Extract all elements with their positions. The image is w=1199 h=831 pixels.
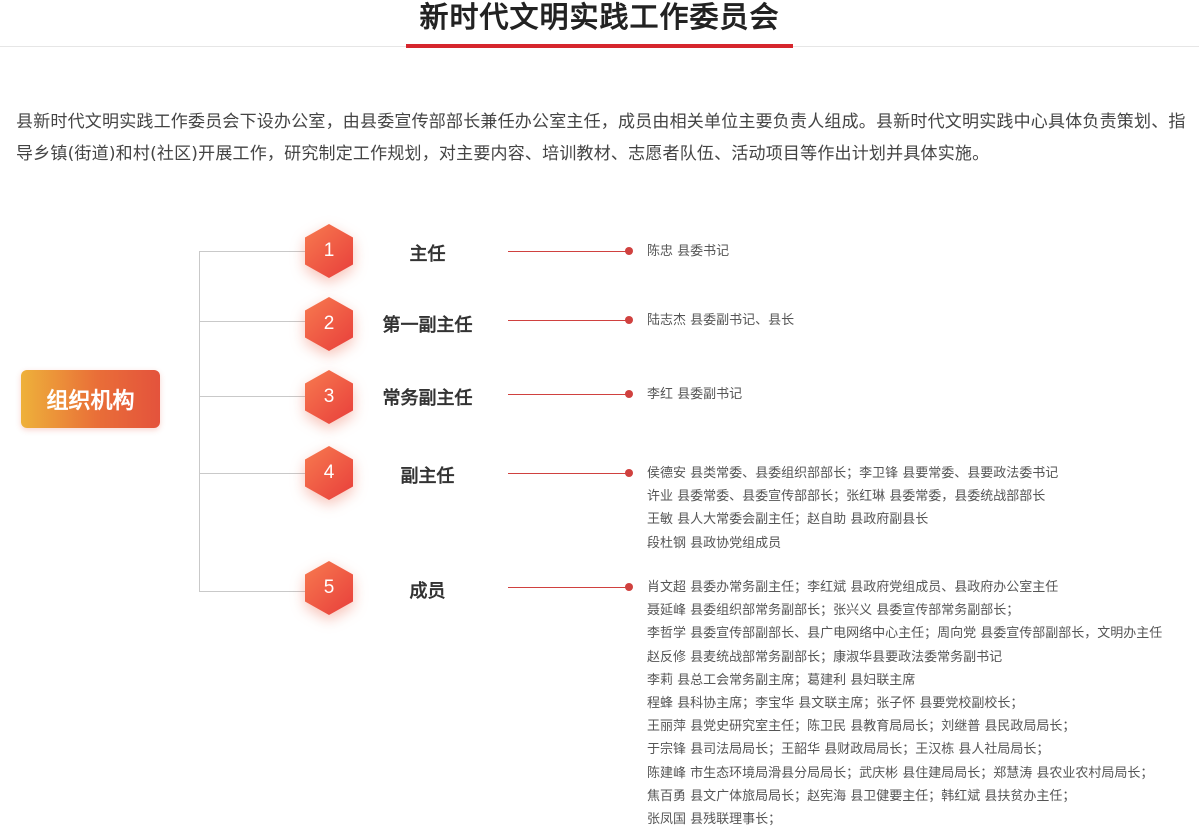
member-line: 陆志杰 县委副书记、县长 bbox=[647, 313, 795, 328]
branch-line bbox=[199, 473, 309, 474]
header: 新时代文明实践工作委员会 bbox=[0, 0, 1199, 48]
connector-line bbox=[508, 473, 629, 474]
step-number: 3 bbox=[305, 370, 353, 424]
member-line: 王丽萍 县党史研究室主任；陈卫民 县教育局局长；刘继普 县民政局局长； bbox=[647, 719, 1076, 735]
connector-dot bbox=[625, 583, 633, 591]
role-title: 常务副主任 bbox=[382, 388, 473, 409]
role-title: 副主任 bbox=[400, 466, 455, 487]
step-badge: 1 bbox=[305, 224, 353, 278]
role-title: 主任 bbox=[409, 244, 446, 265]
member-line: 李莉 县总工会常务副主席；葛建利 县妇联主席 bbox=[647, 672, 916, 688]
step-badge: 5 bbox=[305, 561, 353, 615]
branch-line bbox=[199, 396, 309, 397]
step-badge: 4 bbox=[305, 446, 353, 500]
member-line: 焦百勇 县文广体旅局局长；赵宪海 县卫健要主任；韩红斌 县扶贫办主任； bbox=[647, 788, 1076, 804]
page-title: 新时代文明实践工作委员会 bbox=[419, 0, 780, 34]
member-line: 陈忠 县委书记 bbox=[647, 244, 730, 259]
step-number: 2 bbox=[305, 297, 353, 351]
connector-line bbox=[508, 394, 629, 395]
title-underline bbox=[406, 44, 793, 48]
member-line: 陈建峰 市生态环境局滑县分局局长；武庆彬 县住建局局长；郑慧涛 县农业农村局局长… bbox=[647, 765, 1154, 781]
member-line: 侯德安 县类常委、县委组织部部长；李卫锋 县要常委、县要政法委书记 bbox=[647, 466, 1059, 481]
branch-line bbox=[199, 321, 309, 322]
member-list: 肖文超 县委办常务副主任；李红斌 县政府党组成员、县政府办公室主任 聂延峰 县委… bbox=[647, 576, 1162, 831]
member-list: 陈忠 县委书记 bbox=[647, 240, 729, 263]
connector-line bbox=[508, 320, 629, 321]
member-line: 李红 县委副书记 bbox=[647, 387, 743, 402]
org-structure-badge: 组织机构 bbox=[21, 370, 160, 428]
member-line: 赵反修 县麦统战部常务副部长；康淑华县要政法委常务副书记 bbox=[647, 649, 1003, 665]
role-title: 第一副主任 bbox=[382, 315, 473, 336]
connector-dot bbox=[625, 469, 633, 477]
member-line: 许业 县委常委、县委宣传部部长；张红琳 县委常委，县委统战部部长 bbox=[647, 489, 1046, 505]
member-list: 李红 县委副书记 bbox=[647, 383, 742, 406]
intro-paragraph: 县新时代文明实践工作委员会下设办公室，由县委宣传部部长兼任办公室主任，成员由相关… bbox=[16, 112, 1186, 164]
member-list: 侯德安 县类常委、县委组织部部长；李卫锋 县要常委、县要政法委书记 许业 县委常… bbox=[647, 462, 1058, 555]
member-line: 于宗锋 县司法局局长；王韶华 县财政局局长；王汉栋 县人社局局长； bbox=[647, 742, 1050, 758]
step-number: 4 bbox=[305, 446, 353, 500]
branch-line bbox=[199, 251, 309, 252]
connector-line bbox=[508, 251, 629, 252]
member-line: 聂延峰 县委组织部常务副部长；张兴义 县委宣传部常务副部长； bbox=[647, 603, 1020, 619]
connector-dot bbox=[625, 316, 633, 324]
step-number: 1 bbox=[305, 224, 353, 278]
member-line: 李哲学 县委宣传部副部长、县广电网络中心主任；周向党 县委宣传部副部长，文明办主… bbox=[647, 626, 1163, 642]
tree-trunk-line bbox=[199, 251, 200, 591]
member-line: 肖文超 县委办常务副主任；李红斌 县政府党组成员、县政府办公室主任 bbox=[647, 580, 1059, 595]
connector-dot bbox=[625, 390, 633, 398]
step-badge: 2 bbox=[305, 297, 353, 351]
member-line: 程蜂 县科协主席；李宝华 县文联主席；张子怀 县要党校副校长； bbox=[647, 695, 1024, 711]
member-list: 陆志杰 县委副书记、县长 bbox=[647, 309, 794, 332]
member-line: 张凤国 县残联理事长； bbox=[647, 811, 782, 827]
step-number: 5 bbox=[305, 561, 353, 615]
connector-dot bbox=[625, 247, 633, 255]
member-line: 段杜钢 县政协党组成员 bbox=[647, 535, 782, 551]
step-badge: 3 bbox=[305, 370, 353, 424]
branch-line bbox=[199, 591, 309, 592]
connector-line bbox=[508, 587, 629, 588]
role-title: 成员 bbox=[409, 581, 446, 602]
member-line: 王敏 县人大常委会副主任；赵自助 县政府副县长 bbox=[647, 512, 929, 528]
